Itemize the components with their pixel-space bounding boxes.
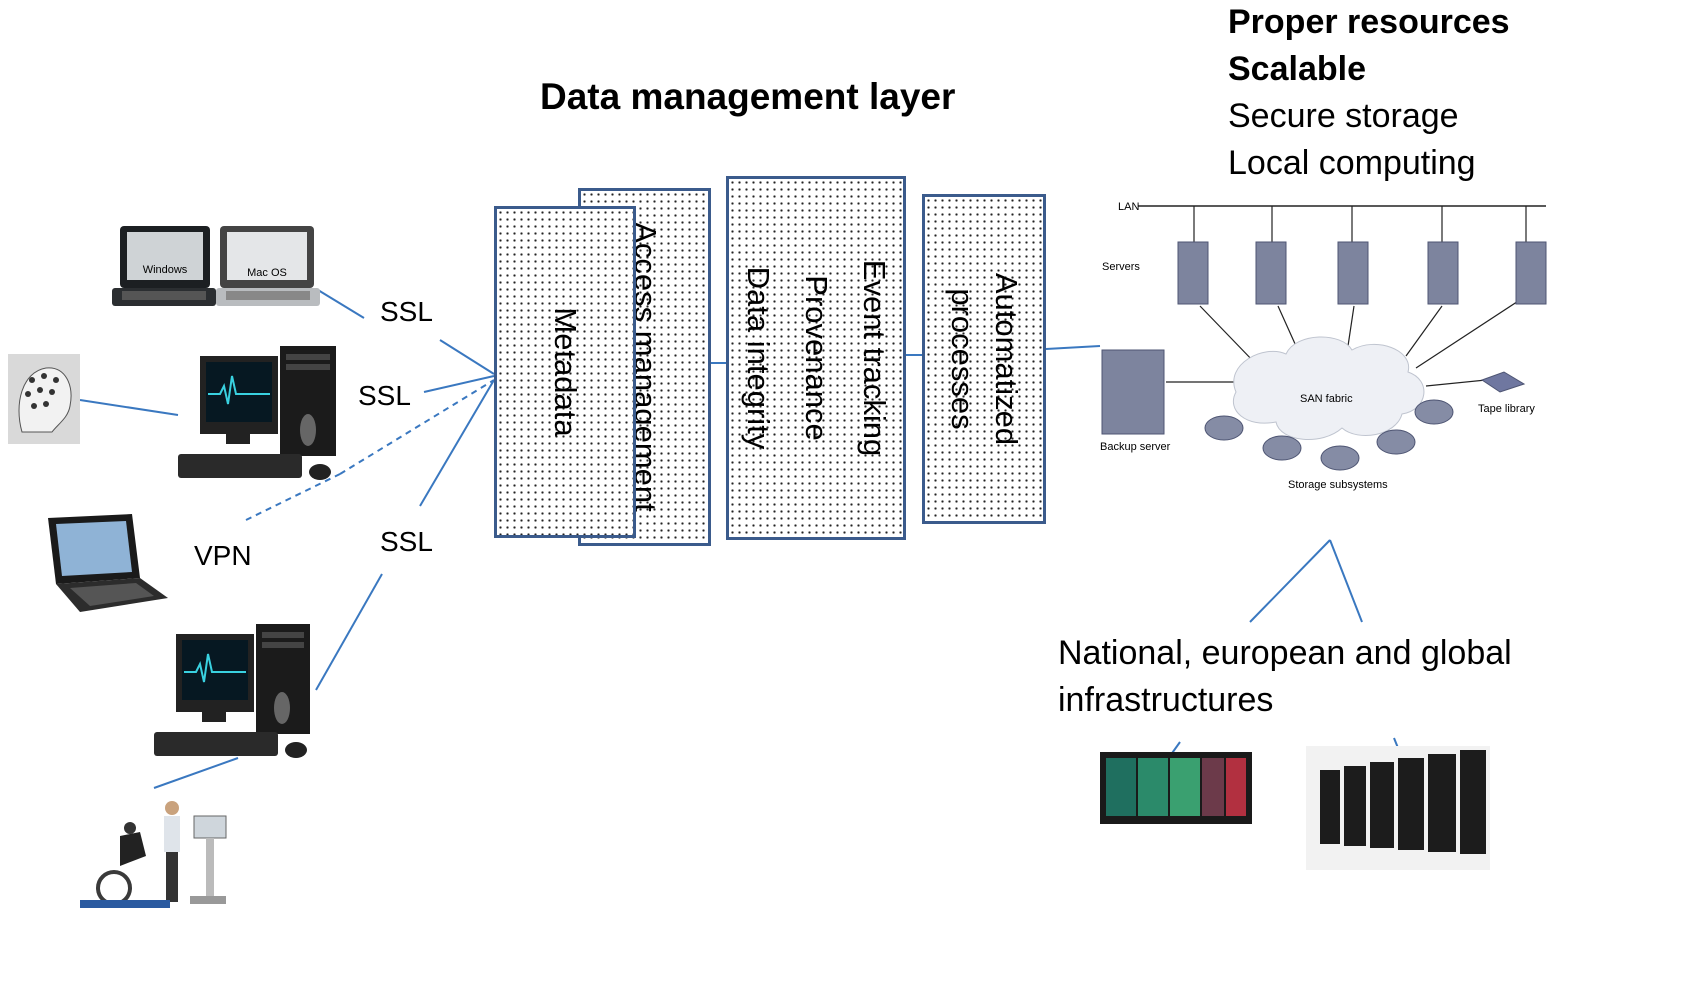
data-integrity-label: Data integrity	[741, 266, 776, 450]
diagram-title: Data management layer	[540, 76, 956, 117]
integrity-layer: Event tracking Provenance Data integrity	[726, 176, 906, 540]
storage-network-diagram: LAN Servers SAN fabric Tape library Back…	[1100, 201, 1547, 491]
san-fabric-label: SAN fabric	[1300, 393, 1353, 405]
requirement-secure-storage: Secure storage	[1228, 97, 1459, 135]
processes-label: processes	[945, 288, 980, 430]
ssl-label-middle: SSL	[358, 380, 411, 411]
netbook-image	[48, 514, 168, 612]
infrastructures-line-2: infrastructures	[1058, 681, 1274, 719]
workstation-top-image	[178, 346, 336, 480]
exercise-test-image	[80, 801, 227, 908]
vpn-label: VPN	[194, 540, 252, 571]
ssl-label-bottom: SSL	[380, 526, 433, 557]
infrastructures-line-1: National, european and global	[1058, 634, 1512, 672]
servers-label: Servers	[1102, 261, 1140, 273]
metadata-layer: Metadata	[494, 206, 636, 538]
backup-server-label: Backup server	[1100, 441, 1171, 453]
ssl-label-top: SSL	[380, 296, 433, 327]
automated-processes-layer: Automatized processes	[922, 194, 1046, 524]
requirement-proper-resources: Proper resources	[1228, 3, 1510, 41]
supercomputer-image	[1100, 752, 1252, 824]
metadata-label: Metadata	[548, 307, 583, 437]
requirement-scalable: Scalable	[1228, 50, 1366, 88]
provenance-label: Provenance	[799, 275, 834, 441]
macos-label: Mac OS	[247, 267, 287, 279]
automatized-label: Automatized	[989, 272, 1024, 446]
lan-label: LAN	[1118, 201, 1139, 213]
windows-label: Windows	[143, 264, 188, 276]
datacenter-image	[1306, 746, 1490, 870]
workstation-bottom-image	[154, 624, 310, 758]
event-tracking-label: Event tracking	[857, 259, 892, 457]
eeg-cap-image	[8, 354, 80, 444]
laptops-image: Windows Mac OS	[112, 226, 320, 306]
storage-subsystems-label: Storage subsystems	[1288, 479, 1388, 491]
tape-library-label: Tape library	[1478, 403, 1535, 415]
requirement-local-computing: Local computing	[1228, 144, 1476, 182]
